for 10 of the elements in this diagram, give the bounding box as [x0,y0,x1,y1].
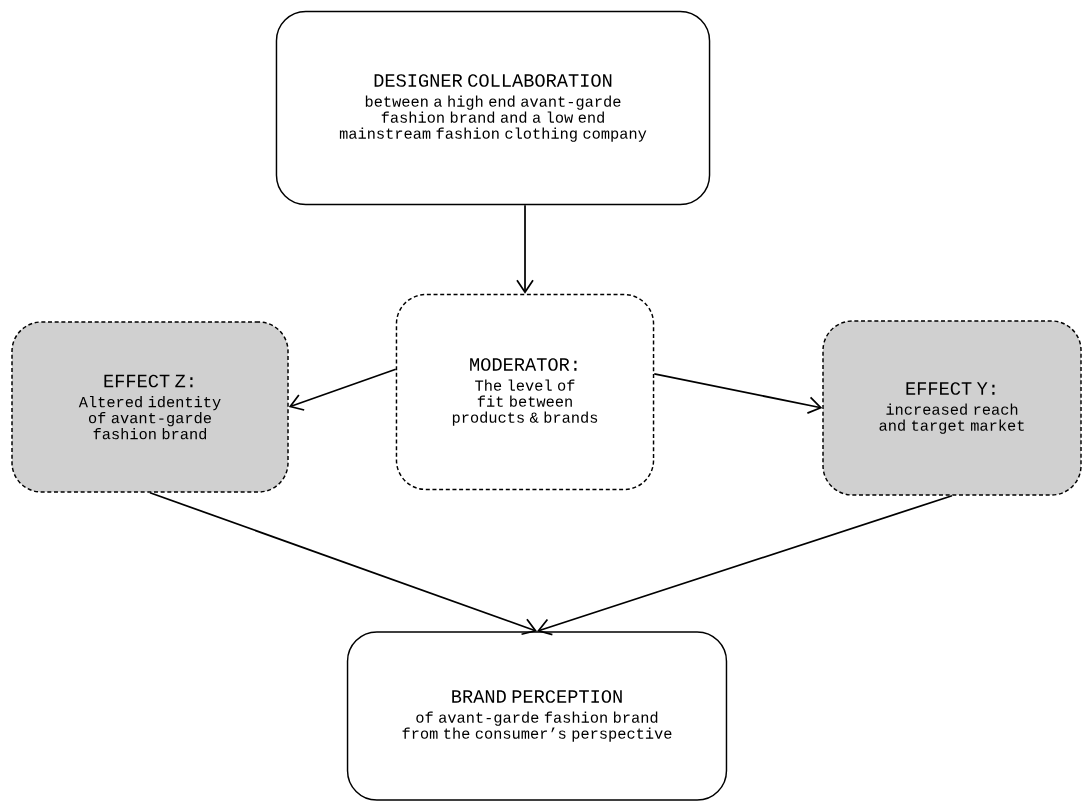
arrow [653,372,823,414]
process-box: BRAND PERCEPTION of avant-garde fashion brand from the consumer’s perspective [346,631,728,801]
effect-box: EFFECT Y: increased reach and target market [822,320,1082,496]
effect-box: EFFECT Z: Altered identity of avant-garde fashion brand [11,321,289,493]
process-box: DESIGNER COLLABORATION between a high end avant-garde fashion brand and a low end mainstream fashion clothing company [275,10,711,206]
arrow [516,204,534,294]
moderator-box: MODERATOR: The level of fit between products & brands [395,293,655,491]
arrow [288,368,397,411]
arrow [149,491,537,636]
arrow [537,494,953,636]
